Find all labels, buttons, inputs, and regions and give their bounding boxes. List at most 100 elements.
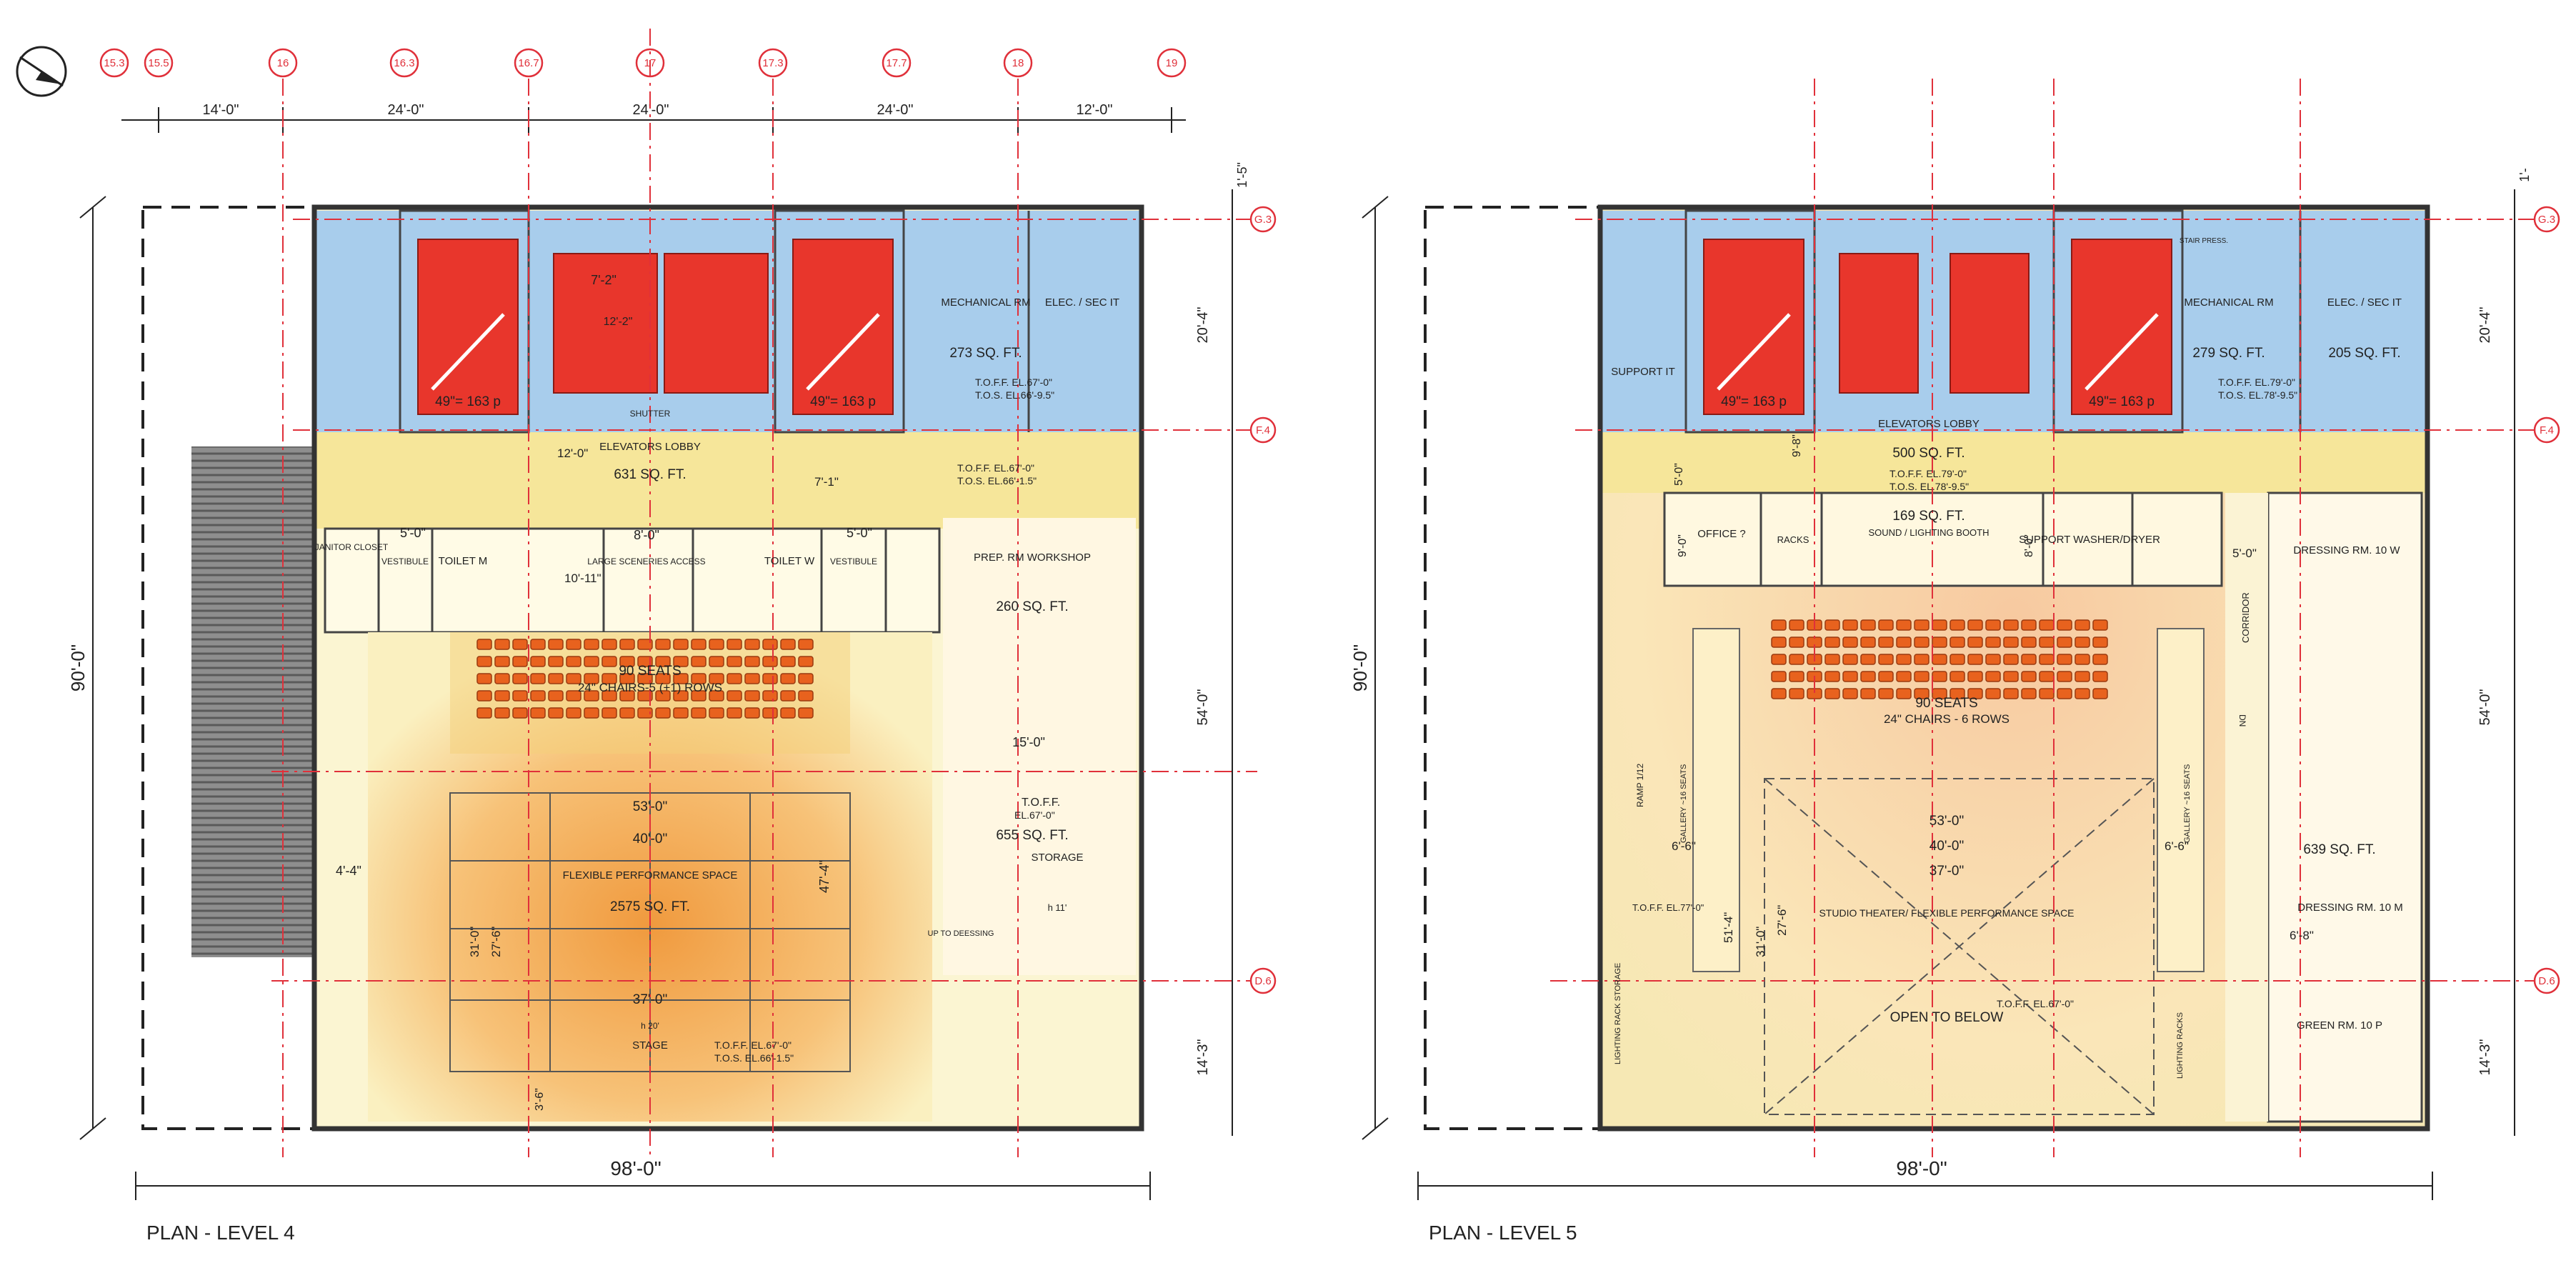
svg-text:JANITOR CLOSET: JANITOR CLOSET <box>315 542 389 552</box>
svg-text:T.O.F.F. EL.67'-0": T.O.F.F. EL.67'-0" <box>975 376 1052 388</box>
seat <box>1842 671 1858 682</box>
seat <box>601 673 617 684</box>
svg-text:49"= 163 p: 49"= 163 p <box>435 394 501 409</box>
seat <box>673 639 689 650</box>
svg-text:8'-0": 8'-0" <box>634 528 659 542</box>
svg-text:5'-0": 5'-0" <box>2232 546 2257 560</box>
elevator-lobby-zone <box>1600 432 2427 493</box>
svg-text:16.7: 16.7 <box>518 57 539 69</box>
seat <box>1789 671 1804 682</box>
seat <box>494 690 510 702</box>
seat <box>619 639 635 650</box>
svg-text:54'-0": 54'-0" <box>2477 689 2493 726</box>
seat <box>2075 688 2090 699</box>
seat <box>494 673 510 684</box>
seat <box>691 639 707 650</box>
seat <box>780 639 796 650</box>
seat <box>566 690 581 702</box>
seat <box>744 673 760 684</box>
svg-text:T.O.S. EL.66'-9.5": T.O.S. EL.66'-9.5" <box>975 389 1054 401</box>
seat <box>2021 671 2037 682</box>
seat <box>1789 688 1804 699</box>
seat <box>1985 619 2001 631</box>
seat <box>1896 688 1912 699</box>
svg-text:SOUND / LIGHTING BOOTH: SOUND / LIGHTING BOOTH <box>1868 527 1989 538</box>
plan-level-4: G.3 F.4 D.6 90'-0" 1'-5" 20'-4" 54'-0" 1… <box>67 29 1277 1244</box>
svg-text:14'-3": 14'-3" <box>1195 1039 1211 1076</box>
svg-text:T.O.F.F. EL.79'-0": T.O.F.F. EL.79'-0" <box>1889 468 1967 479</box>
seat <box>619 673 635 684</box>
seat <box>691 707 707 719</box>
seat <box>1896 671 1912 682</box>
height-dim-label: 90'-0" <box>67 644 89 692</box>
seat <box>530 707 546 719</box>
svg-text:17.3: 17.3 <box>762 57 783 69</box>
svg-text:EL.67'-0": EL.67'-0" <box>1014 809 1055 821</box>
width-dim-label: 98'-0" <box>1896 1157 1947 1179</box>
grid-bubble: 16.3 <box>389 48 419 78</box>
svg-text:TOILET W: TOILET W <box>764 555 815 567</box>
seat <box>548 707 564 719</box>
dim-label: 14'-0" <box>203 102 239 118</box>
row-bubble: F.4 <box>1249 416 1277 444</box>
svg-text:12'-0": 12'-0" <box>557 446 588 460</box>
seat <box>655 707 671 719</box>
svg-text:5'-0": 5'-0" <box>1673 463 1685 486</box>
seat <box>780 707 796 719</box>
seat <box>1967 619 1983 631</box>
elevator-1 <box>553 253 658 394</box>
svg-text:90 SEATS: 90 SEATS <box>619 664 681 679</box>
grid-bubble: 15.5 <box>144 48 174 78</box>
seat <box>1914 637 1929 648</box>
seat <box>476 707 492 719</box>
svg-text:639 SQ. FT.: 639 SQ. FT. <box>2303 842 2375 857</box>
seat <box>2075 671 2090 682</box>
seat <box>709 656 724 667</box>
svg-text:6'-8": 6'-8" <box>2290 929 2314 942</box>
seat <box>691 656 707 667</box>
seat <box>512 656 528 667</box>
seat <box>744 690 760 702</box>
seat <box>530 673 546 684</box>
seat <box>762 690 778 702</box>
seat <box>1842 619 1858 631</box>
svg-text:1'-5": 1'-5" <box>1235 162 1249 188</box>
seat <box>2039 671 2055 682</box>
svg-text:18: 18 <box>1012 57 1024 69</box>
seat <box>530 690 546 702</box>
row-bubble: G.3 <box>1249 206 1277 233</box>
seat <box>1932 671 1947 682</box>
svg-text:TOILET M: TOILET M <box>439 555 488 567</box>
seat <box>2021 654 2037 665</box>
seat <box>1878 654 1894 665</box>
svg-text:53'-0": 53'-0" <box>1929 814 1964 829</box>
seat <box>619 707 635 719</box>
elevator-1 <box>1839 253 1919 394</box>
svg-text:ELEC. / SEC IT: ELEC. / SEC IT <box>2327 296 2402 309</box>
svg-text:ELEC. / SEC IT: ELEC. / SEC IT <box>1045 296 1119 309</box>
seat <box>1950 688 1965 699</box>
svg-text:27'-6": 27'-6" <box>1775 905 1789 936</box>
seat <box>637 673 653 684</box>
svg-text:655 SQ. FT.: 655 SQ. FT. <box>996 828 1068 843</box>
seat <box>798 673 814 684</box>
seat <box>1914 654 1929 665</box>
seat <box>673 707 689 719</box>
svg-text:19: 19 <box>1166 57 1178 69</box>
svg-text:24" CHAIRS - 6 ROWS: 24" CHAIRS - 6 ROWS <box>1884 712 2010 726</box>
seat <box>762 656 778 667</box>
svg-text:31'-0": 31'-0" <box>1754 927 1767 957</box>
svg-text:6'-6": 6'-6" <box>1672 839 1696 853</box>
seat <box>1824 619 1840 631</box>
row-bubble: D.6 <box>2533 967 2560 994</box>
svg-text:UP TO DEESSING: UP TO DEESSING <box>928 929 994 938</box>
seat <box>2057 654 2072 665</box>
svg-text:h 20': h 20' <box>641 1021 659 1031</box>
svg-text:G.3: G.3 <box>1254 214 1272 226</box>
seat <box>798 656 814 667</box>
seat <box>1985 637 2001 648</box>
svg-text:16: 16 <box>277 57 289 69</box>
svg-text:15.3: 15.3 <box>104 57 124 69</box>
seat <box>494 707 510 719</box>
svg-text:273 SQ. FT.: 273 SQ. FT. <box>949 346 1022 361</box>
